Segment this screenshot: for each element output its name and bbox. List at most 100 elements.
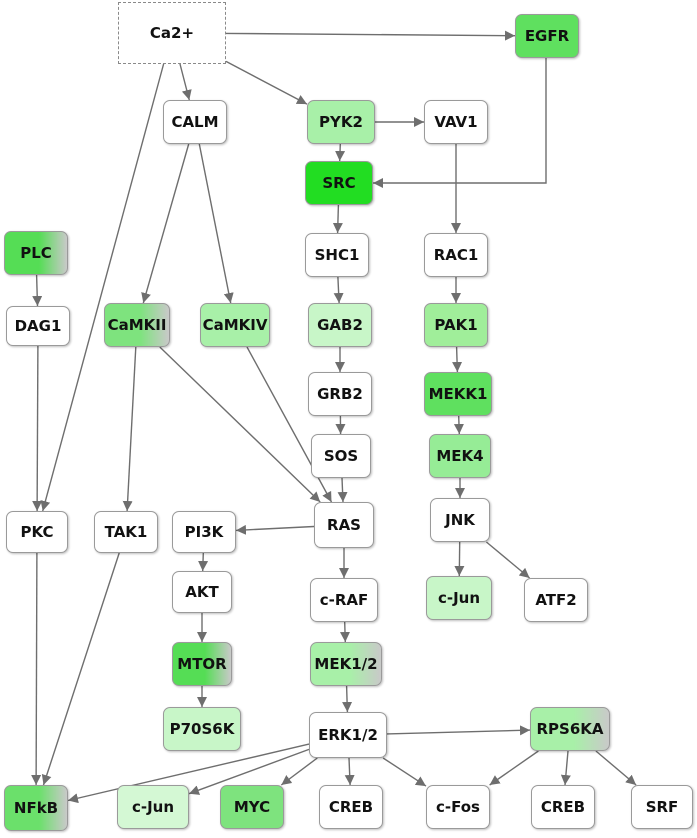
node-camkiv[interactable]: CaMKIV	[200, 303, 270, 347]
node-label: PKC	[20, 523, 54, 541]
node-mtor[interactable]: MTOR	[172, 642, 232, 686]
node-label: EGFR	[524, 27, 570, 45]
node-dag1[interactable]: DAG1	[6, 306, 70, 346]
edge-pkc-to-nfkb	[31, 552, 42, 786]
node-cfos[interactable]: c-Fos	[426, 785, 490, 829]
node-label: PAK1	[434, 316, 478, 334]
node-label: P70S6K	[169, 720, 235, 738]
node-craf[interactable]: c-RAF	[310, 578, 378, 622]
node-mek12[interactable]: MEK1/2	[310, 642, 382, 686]
edge-mekk1-to-mek4	[453, 415, 464, 435]
node-nfkb[interactable]: NFkB	[4, 785, 68, 831]
node-label: PI3K	[184, 523, 224, 541]
node-label: MTOR	[177, 655, 227, 673]
node-grb2[interactable]: GRB2	[308, 372, 372, 416]
edge-rps6ka-to-cfos	[489, 750, 539, 786]
edge-plc-to-dag1	[32, 274, 43, 307]
node-sos[interactable]: SOS	[311, 434, 371, 478]
node-calm[interactable]: CALM	[163, 100, 227, 144]
node-rac1[interactable]: RAC1	[424, 233, 488, 277]
node-label: PYK2	[319, 113, 363, 131]
node-label: RAS	[327, 516, 361, 534]
node-ca2[interactable]: Ca2+	[118, 2, 226, 64]
node-label: GRB2	[317, 385, 363, 403]
node-label: c-Jun	[131, 798, 175, 816]
node-creb2[interactable]: CREB	[531, 785, 595, 829]
node-label: GAB2	[317, 316, 363, 334]
edge-mek12-to-erk12	[342, 685, 353, 713]
node-label: c-Fos	[436, 798, 480, 816]
edge-egfr-to-src	[373, 58, 547, 188]
node-label: CaMKIV	[202, 316, 268, 334]
node-srf[interactable]: SRF	[631, 785, 693, 829]
edge-ca2-to-calm	[179, 63, 192, 101]
edge-ras-to-pi3k	[235, 524, 315, 535]
edge-src-to-shc1	[332, 204, 343, 234]
edge-camkiv-to-ras	[246, 346, 333, 503]
node-shc1[interactable]: SHC1	[305, 233, 369, 277]
node-label: SRC	[322, 174, 356, 192]
node-plc[interactable]: PLC	[4, 231, 68, 275]
edge-tak1-to-nfkb	[41, 552, 120, 786]
node-camkii[interactable]: CaMKII	[104, 303, 170, 347]
node-vav1[interactable]: VAV1	[424, 100, 488, 144]
node-p70s6k[interactable]: P70S6K	[163, 707, 241, 751]
edge-jnk-to-atf2	[485, 541, 531, 579]
node-label: RAC1	[433, 246, 479, 264]
node-label: MEK1/2	[314, 655, 378, 673]
node-pyk2[interactable]: PYK2	[307, 100, 375, 144]
node-label: CREB	[540, 798, 586, 816]
node-label: CALM	[171, 113, 219, 131]
node-label: SOS	[323, 447, 359, 465]
node-tak1[interactable]: TAK1	[94, 511, 158, 553]
node-label: VAV1	[434, 113, 478, 131]
node-erk12[interactable]: ERK1/2	[309, 712, 387, 758]
node-pak1[interactable]: PAK1	[424, 303, 488, 347]
edge-erk12-to-creb1	[344, 757, 355, 786]
edge-sos-to-ras	[337, 477, 348, 503]
node-jnk[interactable]: JNK	[430, 498, 490, 542]
node-label: PLC	[20, 244, 52, 262]
edge-dag1-to-pkc	[32, 345, 43, 512]
node-pkc[interactable]: PKC	[6, 511, 68, 553]
node-akt[interactable]: AKT	[172, 571, 232, 613]
edge-erk12-to-cjun2	[188, 748, 310, 795]
node-atf2[interactable]: ATF2	[524, 578, 588, 622]
node-label: c-RAF	[319, 591, 369, 609]
node-rps6ka[interactable]: RPS6KA	[530, 707, 610, 751]
node-label: AKT	[185, 583, 219, 601]
node-label: ATF2	[535, 591, 577, 609]
node-label: MEKK1	[428, 385, 488, 403]
node-mekk1[interactable]: MEKK1	[424, 372, 492, 416]
edge-ca2-to-pkc	[40, 63, 165, 512]
node-pi3k[interactable]: PI3K	[172, 511, 236, 553]
node-label: SRF	[645, 798, 679, 816]
node-gab2[interactable]: GAB2	[308, 303, 372, 347]
node-creb1[interactable]: CREB	[319, 785, 383, 829]
node-label: SHC1	[314, 246, 360, 264]
node-egfr[interactable]: EGFR	[515, 14, 579, 58]
node-label: c-Jun	[437, 589, 481, 607]
node-cjun1[interactable]: c-Jun	[426, 576, 492, 620]
node-cjun2[interactable]: c-Jun	[117, 785, 189, 829]
node-label: RPS6KA	[536, 720, 604, 738]
edge-erk12-to-myc	[280, 757, 318, 786]
node-label: CREB	[328, 798, 374, 816]
node-label: Ca2+	[149, 24, 195, 42]
edge-calm-to-camkii	[141, 143, 190, 304]
edge-ca2-to-pyk2	[225, 60, 308, 105]
edge-erk12-to-rps6ka	[386, 725, 531, 736]
edge-erk12-to-cfos	[382, 757, 427, 787]
edge-rps6ka-to-srf	[595, 750, 637, 786]
node-label: CaMKII	[107, 316, 167, 334]
edge-ca2-to-egfr	[225, 30, 516, 41]
node-label: JNK	[445, 511, 475, 529]
node-label: ERK1/2	[318, 726, 378, 744]
node-mek4[interactable]: MEK4	[429, 434, 491, 478]
node-ras[interactable]: RAS	[314, 502, 374, 548]
node-label: DAG1	[14, 317, 62, 335]
node-src[interactable]: SRC	[305, 161, 373, 205]
edge-craf-to-mek12	[340, 621, 350, 643]
node-myc[interactable]: MYC	[220, 785, 284, 829]
